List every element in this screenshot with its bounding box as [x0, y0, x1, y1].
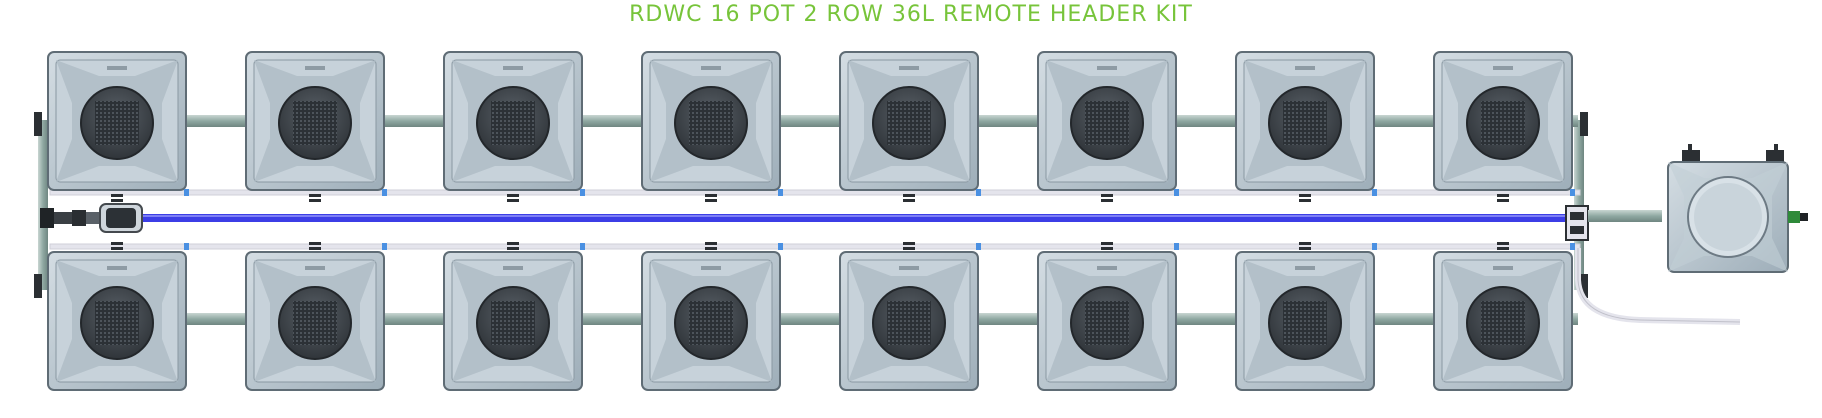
- line-fitting: [184, 189, 189, 196]
- pot-r2-4: [641, 251, 781, 391]
- pot-r2-5: [839, 251, 979, 391]
- drain-connector: [1101, 242, 1113, 245]
- line-fitting: [976, 243, 981, 250]
- line-fitting: [382, 243, 387, 250]
- header-junction: [1565, 205, 1589, 241]
- pot-r2-1: [47, 251, 187, 391]
- drain-connector: [1497, 194, 1509, 197]
- left-end-cap-top: [34, 112, 42, 136]
- line-fitting: [184, 243, 189, 250]
- pot-r2-7: [1235, 251, 1375, 391]
- line-fitting: [382, 189, 387, 196]
- drain-line-bottom: [49, 243, 1581, 250]
- drain-connector: [1299, 194, 1311, 197]
- drain-connector: [309, 194, 321, 197]
- pot-r2-6: [1037, 251, 1177, 391]
- page-title: RDWC 16 POT 2 ROW 36L REMOTE HEADER KIT: [629, 2, 1193, 27]
- bottom-row-pipe: [48, 313, 1578, 325]
- right-end-cap-top: [1580, 112, 1588, 136]
- drain-connector: [903, 242, 915, 245]
- drain-connector: [1101, 194, 1113, 197]
- line-fitting: [976, 189, 981, 196]
- pot-r1-3: [443, 51, 583, 191]
- line-fitting: [1372, 189, 1377, 196]
- pot-r1-5: [839, 51, 979, 191]
- drain-connector: [507, 194, 519, 197]
- pot-r2-2: [245, 251, 385, 391]
- left-end-cap-bottom: [34, 274, 42, 298]
- drain-connector: [705, 194, 717, 197]
- line-fitting: [778, 189, 783, 196]
- remote-reservoir: [1667, 144, 1808, 273]
- line-fitting: [580, 243, 585, 250]
- line-fitting: [580, 189, 585, 196]
- pot-r1-8: [1433, 51, 1573, 191]
- right-end-cap-bottom: [1580, 274, 1588, 298]
- drain-line-top: [49, 189, 1581, 196]
- feed-line-highlight: [120, 215, 1660, 217]
- line-fitting: [1570, 243, 1575, 250]
- line-fitting: [1174, 243, 1179, 250]
- pot-r1-4: [641, 51, 781, 191]
- line-fitting: [1174, 189, 1179, 196]
- feed-line: [120, 214, 1660, 222]
- pot-r1-2: [245, 51, 385, 191]
- line-fitting: [778, 243, 783, 250]
- drain-connector: [507, 242, 519, 245]
- drain-connector: [309, 242, 321, 245]
- pot-r2-3: [443, 251, 583, 391]
- drain-connector: [111, 242, 123, 245]
- drain-connector: [1497, 242, 1509, 245]
- reservoir-connector-pipe: [1588, 210, 1662, 222]
- top-row-pipe: [48, 115, 1578, 127]
- line-fitting: [1570, 189, 1575, 196]
- pump-assembly: [40, 203, 143, 233]
- left-manifold-pipe: [38, 120, 48, 290]
- drain-connector: [903, 194, 915, 197]
- pot-r1-1: [47, 51, 187, 191]
- pot-r1-7: [1235, 51, 1375, 191]
- drain-connector: [1299, 242, 1311, 245]
- pot-r2-8: [1433, 251, 1573, 391]
- return-hose-outline: [1577, 248, 1741, 323]
- drain-connector: [705, 242, 717, 245]
- drain-connector: [111, 194, 123, 197]
- pot-r1-6: [1037, 51, 1177, 191]
- line-fitting: [1372, 243, 1377, 250]
